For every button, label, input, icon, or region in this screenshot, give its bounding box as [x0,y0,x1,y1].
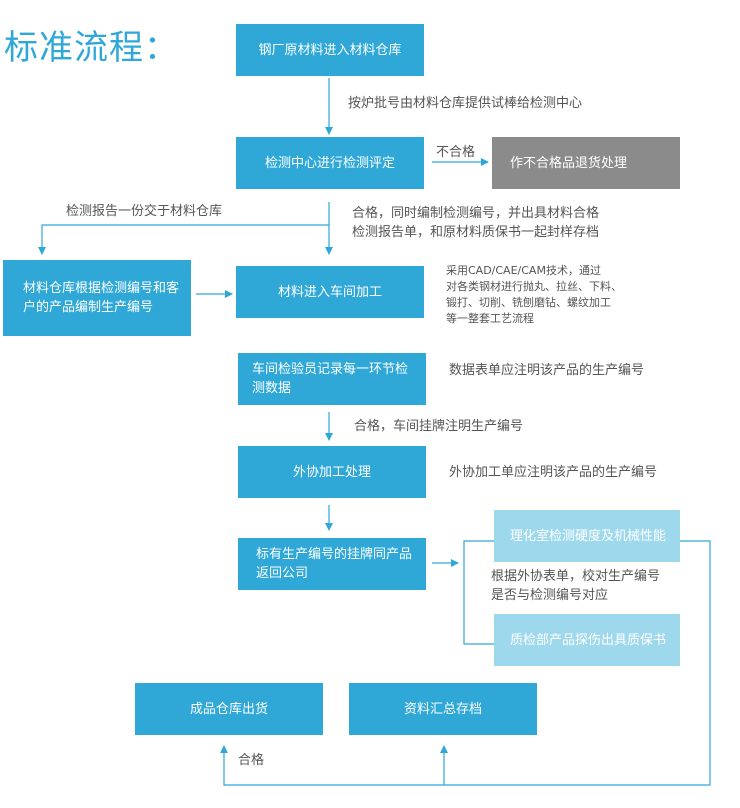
archive-box: 资料汇总存档 [349,683,537,735]
lab-testing-box: 理化室检测硬度及机械性能 [494,510,680,562]
qa-flaw-box: 质检部产品探伤出具质保书 [494,614,680,666]
arrow-report [38,224,329,255]
finished-shipping-box: 成品仓库出货 [135,683,323,735]
sample-note: 按炉批号由材料仓库提供试棒给检测中心 [348,96,583,111]
page-title: 标准流程： [4,28,179,68]
inspection-center-box: 检测中心进行检测评定 [236,137,424,189]
technology-note: 采用CAD/CAE/CAM技术，通过 对各类钢材进行抛丸、拉丝、下料、 锻打、切… [446,264,622,325]
verify-number-note: 根据外协表单，校对生产编号 是否与检测编号对应 [491,569,661,603]
unqualified-label: 不合格 [436,145,476,160]
workshop-inspector-box: 车间检验员记录每一环节检测数据 [238,353,426,405]
return-company-box: 标有生产编号的挂牌同产品返回公司 [238,538,426,590]
outsourced-processing-box: 外协加工处理 [238,446,426,498]
steel-to-warehouse-box: 钢厂原材料进入材料仓库 [236,24,424,76]
qualified-tag-note: 合格，车间挂牌注明生产编号 [354,419,524,434]
return-loop-right [220,540,711,786]
qualified-numbering-note: 合格，同时编制检测编号，并出具材料合格 检测报告单，和原材料质保书一起封样存档 [352,206,600,240]
check-bracket-left [463,540,496,645]
datasheet-note: 数据表单应注明该产品的生产编号 [449,363,645,378]
report-note: 检测报告一份交于材料仓库 [66,204,223,219]
qualified-final-label: 合格 [238,753,265,768]
workshop-processing-box: 材料进入车间加工 [236,266,424,318]
warehouse-numbering-box: 材料仓库根据检测编号和客户的产品编制生产编号 [3,260,191,336]
return-goods-box: 作不合格品退货处理 [492,137,680,189]
outsourcing-sheet-note: 外协加工单应注明该产品的生产编号 [449,465,658,480]
